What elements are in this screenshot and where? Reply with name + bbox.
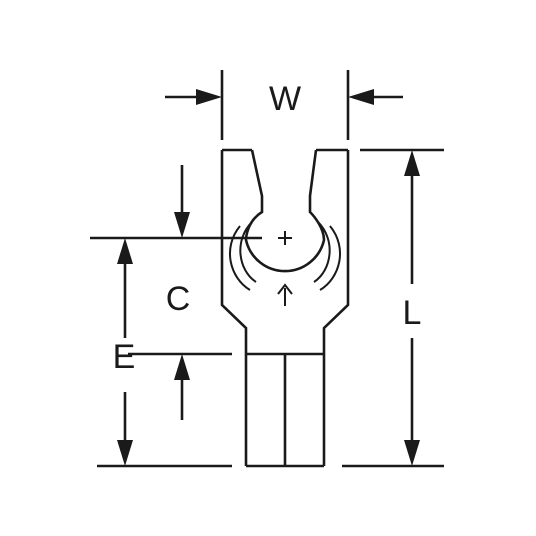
width-dimension: W <box>165 70 403 140</box>
center-label: C <box>166 280 191 318</box>
length-arrow-top-head <box>404 150 420 176</box>
left-outer-arc <box>228 225 251 291</box>
edge-dimension: E <box>97 238 232 468</box>
width-arrow-left-head <box>196 89 222 105</box>
edge-label: E <box>113 338 136 376</box>
center-dimension: C <box>90 165 262 420</box>
edge-arrow-bottom-head <box>117 440 133 466</box>
stud-arrow-head <box>277 283 293 295</box>
stud-hole-marks <box>228 221 342 306</box>
length-arrow-bottom-head <box>404 440 420 466</box>
left-inner-arc <box>239 221 257 283</box>
terminal-right-edge <box>322 150 350 466</box>
terminal-body <box>220 148 350 468</box>
terminal-left-edge <box>220 150 248 466</box>
terminal-slot <box>244 149 326 273</box>
length-label: L <box>403 294 422 332</box>
length-dimension: L <box>342 148 444 468</box>
center-arrow-bottom-head <box>174 354 190 380</box>
edge-arrow-top-head <box>117 238 133 264</box>
width-label: W <box>269 80 301 118</box>
right-outer-arc <box>319 225 342 291</box>
center-arrow-top-head <box>174 212 190 238</box>
right-inner-arc <box>313 221 331 283</box>
width-arrow-right-head <box>348 89 374 105</box>
